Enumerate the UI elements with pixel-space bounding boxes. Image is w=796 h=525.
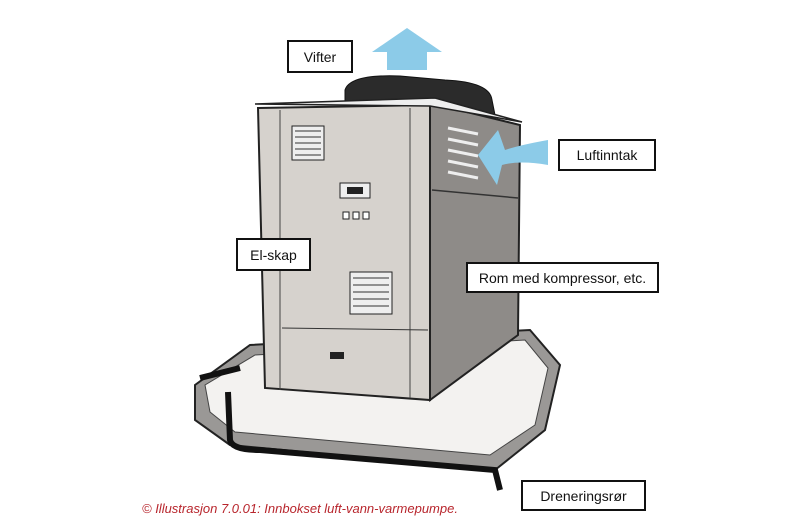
label-fans: Vifter bbox=[287, 40, 353, 73]
drain-pipe bbox=[199, 365, 503, 491]
label-electrical-cabinet: El-skap bbox=[236, 238, 311, 271]
airflow-intake-arrow bbox=[478, 130, 548, 185]
vent-grille-bottom bbox=[349, 271, 393, 315]
label-drain-pipe: Dreneringsrør bbox=[521, 480, 646, 511]
label-air-intake: Luftinntak bbox=[558, 139, 656, 171]
figure-caption: © Illustrasjon 7.0.01: Innbokset luft-va… bbox=[142, 501, 458, 516]
airflow-up-arrow bbox=[372, 28, 442, 70]
label-compressor-room: Rom med kompressor, etc. bbox=[466, 262, 659, 293]
